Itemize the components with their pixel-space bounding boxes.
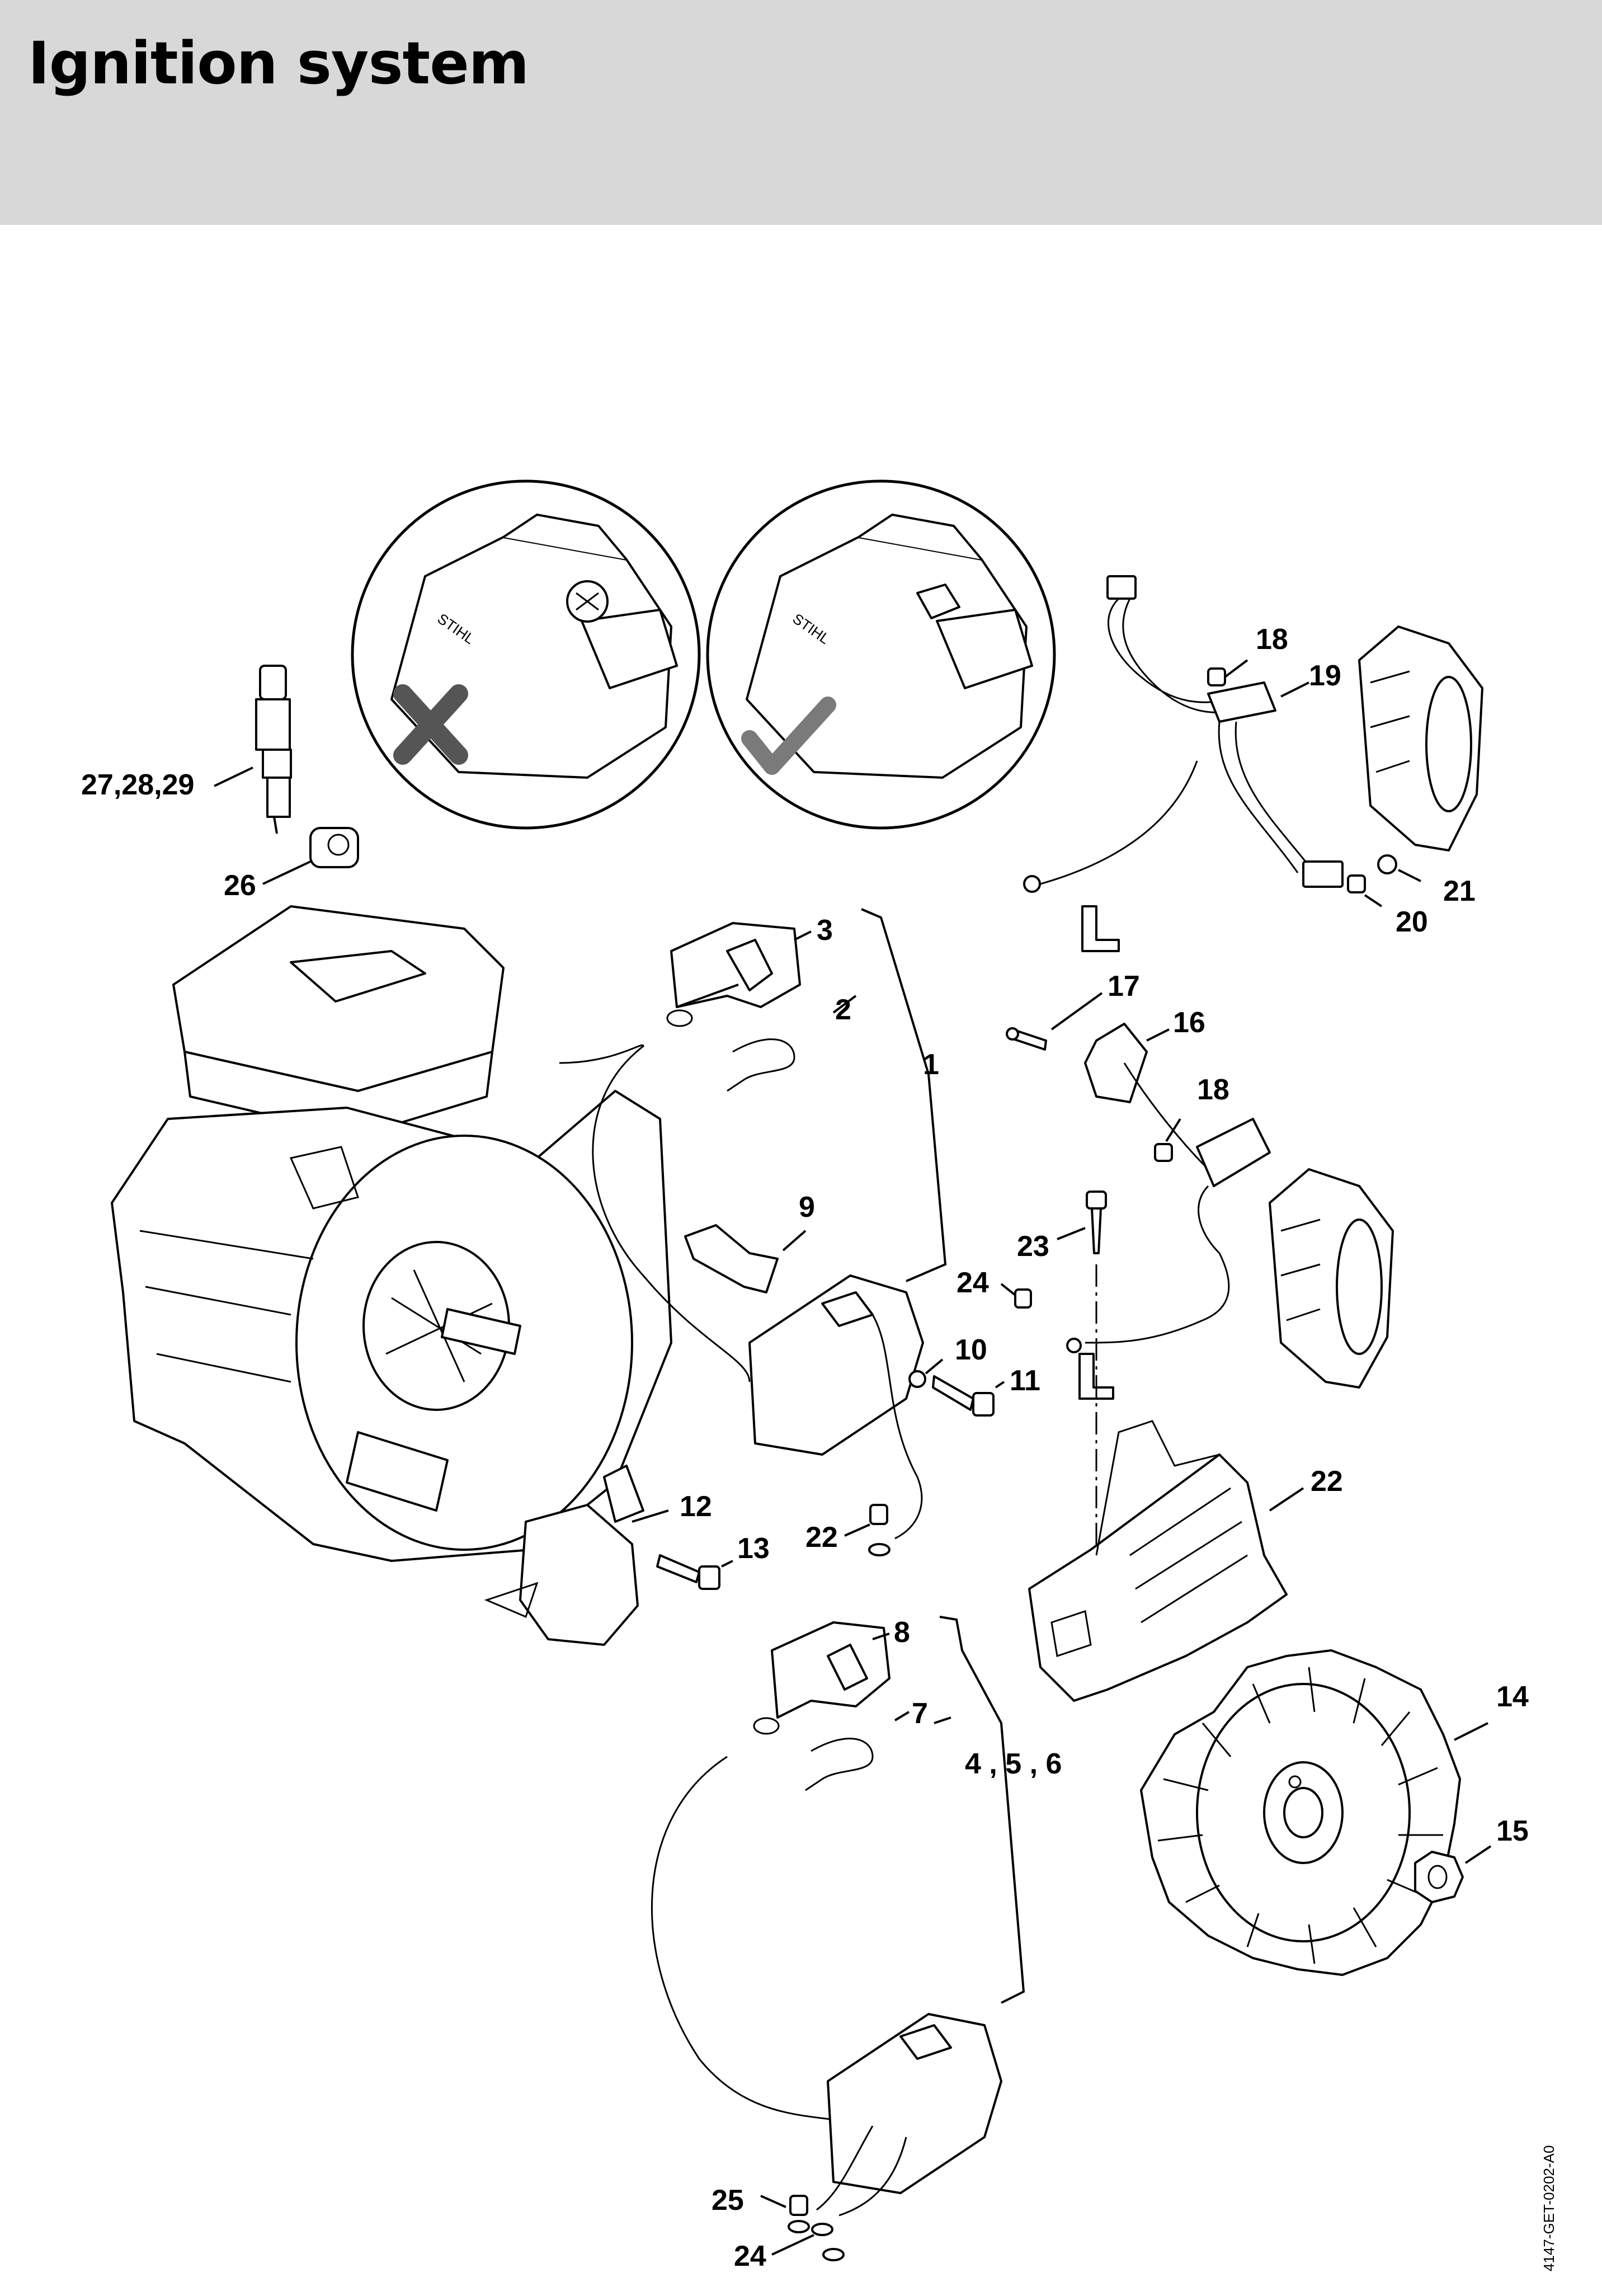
callout-19: 19 — [1309, 660, 1341, 692]
callout-14: 14 — [1496, 1681, 1529, 1713]
callout-25: 25 — [712, 2184, 744, 2217]
callout-11: 11 — [1010, 1365, 1040, 1397]
header-banner: Ignition system — [0, 0, 1602, 225]
callout-17: 17 — [1108, 970, 1140, 1003]
callout-23: 23 — [1017, 1230, 1049, 1263]
callout-4-5-6: 4 , 5 , 6 — [965, 1748, 1062, 1780]
callout-18-middle: 18 — [1197, 1074, 1229, 1106]
nut-drawing — [1414, 1851, 1464, 1903]
x-mark-icon — [393, 684, 468, 765]
wiring-harness-19-drawing — [1023, 575, 1344, 952]
drawing-reference: 4147-GET-0202-A0 — [1540, 2146, 1557, 2271]
callout-13: 13 — [737, 1532, 770, 1565]
housing-piece-upper-drawing — [1358, 625, 1483, 851]
callout-24-bottom: 24 — [734, 2240, 766, 2273]
ignition-part-12-drawing — [484, 1465, 720, 1646]
engine-crankcase-drawing — [111, 905, 672, 1562]
ignition-module-upper-drawing — [559, 922, 924, 1540]
bracket-22-drawing — [1028, 1420, 1288, 1702]
check-mark-icon — [741, 697, 836, 775]
callout-24-middle: 24 — [957, 1267, 989, 1299]
callout-16: 16 — [1173, 1006, 1205, 1039]
callout-9: 9 — [799, 1191, 815, 1224]
ignition-module-lower-drawing — [651, 1621, 1002, 2217]
inset-correct-mount: STIHL — [706, 479, 1056, 830]
callout-7: 7 — [912, 1697, 928, 1730]
callout-21: 21 — [1443, 875, 1476, 907]
callout-12: 12 — [680, 1490, 712, 1523]
callout-18-upper: 18 — [1256, 623, 1288, 656]
callout-10: 10 — [955, 1334, 987, 1366]
flywheel-drawing — [1140, 1649, 1461, 1976]
callout-22-right: 22 — [1311, 1465, 1343, 1498]
spark-plug-boot-drawing — [309, 827, 359, 868]
callout-26: 26 — [224, 869, 256, 902]
callout-27-28-29: 27,28,29 — [81, 769, 194, 801]
callout-2: 2 — [835, 994, 851, 1026]
callout-20: 20 — [1396, 906, 1428, 938]
callout-8: 8 — [894, 1616, 910, 1649]
callout-1: 1 — [923, 1048, 939, 1081]
callout-22-left: 22 — [805, 1521, 838, 1554]
callout-3: 3 — [817, 914, 833, 947]
callout-15: 15 — [1496, 1815, 1529, 1847]
inset-incorrect-mount: STIHL — [351, 479, 701, 830]
wiring-harness-16-drawing — [1066, 1023, 1271, 1400]
spark-plug-drawing — [255, 665, 292, 834]
housing-piece-middle-drawing — [1269, 1168, 1394, 1389]
page-title: Ignition system — [28, 29, 529, 97]
